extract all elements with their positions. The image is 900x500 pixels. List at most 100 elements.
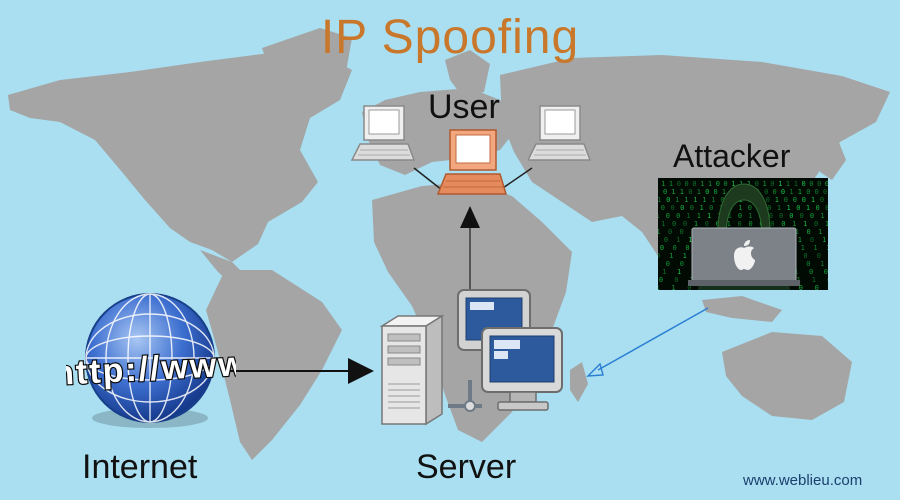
code-digit: 0	[815, 188, 819, 196]
australia-shape	[722, 332, 852, 420]
code-digit: 0	[672, 220, 676, 228]
code-digit: 0	[690, 204, 694, 212]
code-digit: 1	[676, 236, 680, 244]
code-digit: 1	[708, 180, 712, 188]
code-digit: 0	[664, 236, 668, 244]
code-digit: 1	[671, 284, 675, 290]
code-digit: 1	[794, 180, 798, 188]
code-digit: 1	[702, 196, 706, 204]
code-digit: 1	[693, 196, 697, 204]
code-digit: 0	[673, 244, 677, 252]
code-digit: 0	[668, 228, 672, 236]
code-digit: 1	[822, 236, 826, 244]
code-digit: 1	[798, 188, 802, 196]
code-digit: 0	[779, 212, 783, 220]
right-computer-link	[499, 167, 533, 191]
greenland-shape	[262, 28, 352, 92]
diagram-title: IP Spoofing	[320, 11, 580, 64]
code-digit: 0	[810, 236, 814, 244]
code-digit: 1	[818, 228, 822, 236]
code-digit: 0	[817, 180, 821, 188]
code-digit: 1	[658, 228, 661, 236]
user-label: User	[428, 88, 500, 126]
code-digit: 0	[709, 204, 713, 212]
code-digit: 0	[802, 196, 806, 204]
code-digit: 0	[827, 276, 828, 284]
server-icon	[379, 289, 563, 426]
attacker-image: 1011010000010010100101100100010010001111…	[658, 178, 828, 290]
code-digit: 0	[692, 180, 696, 188]
code-digit: 1	[778, 180, 782, 188]
attacker-to-server-line	[597, 307, 709, 371]
left-computer-link	[413, 167, 443, 191]
code-digit: 0	[676, 212, 680, 220]
north-america-shape	[8, 52, 352, 262]
code-digit: 1	[825, 220, 828, 228]
code-digit: 0	[784, 196, 788, 204]
code-digit: 1	[700, 180, 704, 188]
code-digit: 1	[728, 212, 732, 220]
code-digit: 0	[809, 268, 813, 276]
code-digit: 0	[685, 244, 689, 252]
watermark: www.weblieu.com	[743, 472, 863, 489]
code-digit: 1	[748, 212, 752, 220]
code-digit: 1	[697, 188, 701, 196]
code-digit: 1	[820, 212, 824, 220]
code-digit: 1	[803, 220, 807, 228]
code-digit: 0	[781, 220, 785, 228]
code-digit: 1	[658, 196, 661, 204]
left-computer-icon	[350, 105, 416, 161]
code-digit: 0	[738, 220, 742, 228]
code-digit: 1	[786, 180, 790, 188]
code-digit: 1	[677, 268, 681, 276]
code-digit: 1	[806, 204, 810, 212]
code-digit: 1	[658, 212, 660, 220]
code-digit: 1	[684, 196, 688, 204]
attacker-label: Attacker	[673, 138, 791, 174]
code-digit: 0	[663, 188, 667, 196]
code-digit: 0	[666, 260, 670, 268]
code-digit: 0	[820, 196, 824, 204]
code-digit: 0	[770, 180, 774, 188]
code-digit: 0	[666, 196, 670, 204]
code-digit: 0	[658, 188, 659, 196]
code-digit: 0	[688, 188, 692, 196]
code-digit: 1	[658, 284, 660, 290]
code-digit: 0	[659, 276, 663, 284]
code-digit: 0	[767, 204, 771, 212]
code-digit: 1	[826, 244, 828, 252]
code-digit: 0	[705, 220, 709, 228]
code-digit: 1	[669, 180, 673, 188]
indonesia-shape	[702, 296, 782, 322]
code-digit: 1	[811, 196, 815, 204]
code-digit: 0	[685, 180, 689, 188]
code-digit: 1	[722, 188, 726, 196]
code-digit: 1	[727, 220, 731, 228]
code-digit: 1	[700, 204, 704, 212]
code-digit: 0	[738, 212, 742, 220]
code-digit: 0	[680, 228, 684, 236]
right-computer-icon	[528, 105, 592, 161]
code-digit: 1	[787, 204, 791, 212]
code-digit: 1	[798, 236, 802, 244]
code-digit: 1	[711, 196, 715, 204]
code-digit: 1	[680, 188, 684, 196]
code-digit: 0	[806, 188, 810, 196]
madagascar-shape	[570, 362, 588, 402]
code-digit: 0	[824, 268, 828, 276]
internet-label: Internet	[82, 448, 198, 486]
code-digit: 1	[697, 212, 701, 220]
code-digit: 0	[680, 204, 684, 212]
code-digit: 0	[720, 196, 724, 204]
code-digit: 1	[707, 212, 711, 220]
attacker-laptop-base	[688, 280, 800, 286]
apple-logo-icon	[734, 240, 755, 270]
code-digit: 0	[815, 284, 819, 290]
code-digit: 1	[662, 268, 666, 276]
code-digit: 0	[793, 196, 797, 204]
code-digit: 0	[809, 180, 813, 188]
internet-to-server-arrowhead	[348, 358, 374, 384]
code-digit: 0	[781, 188, 785, 196]
code-digit: 0	[825, 204, 828, 212]
